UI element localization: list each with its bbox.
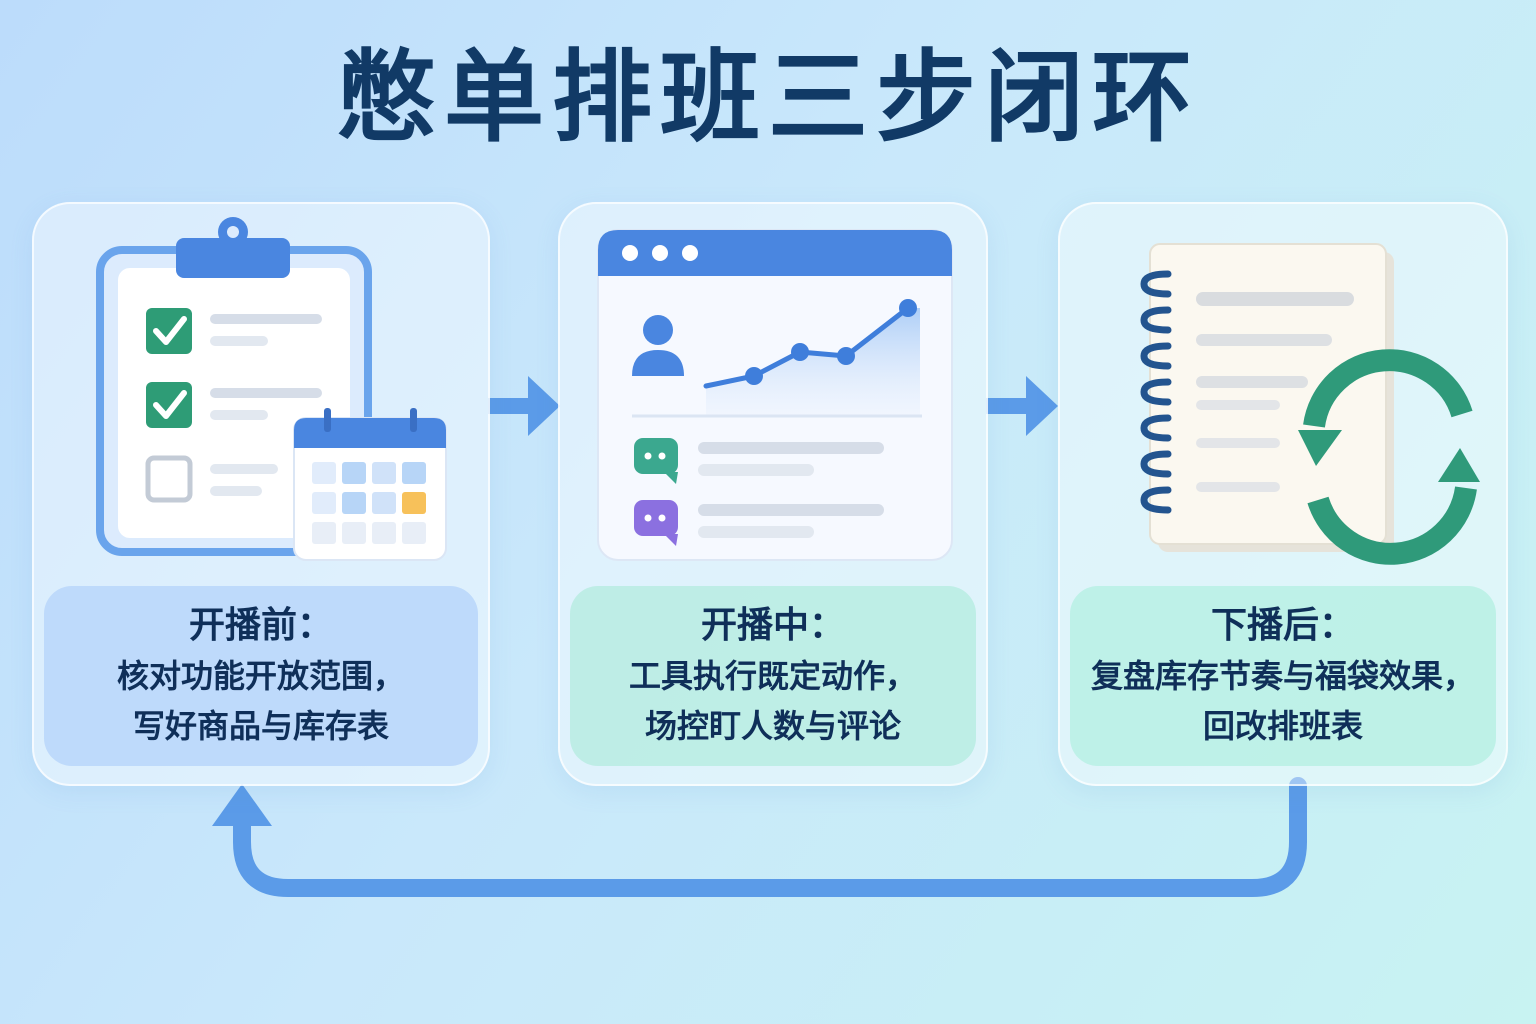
step1-line1: 核对功能开放范围， — [116, 657, 405, 695]
step3-line1: 复盘库存节奏与福袋效果， — [1090, 657, 1475, 695]
calendar-icon — [293, 408, 447, 561]
step3-caption: 下播后： 复盘库存节奏与福袋效果， 回改排班表 — [1070, 586, 1496, 766]
step2-heading: 开播中： — [700, 605, 845, 646]
arrow-right-icon — [488, 376, 560, 436]
chat-bubble-icon — [634, 438, 884, 484]
step1-line2: 写好商品与库存表 — [132, 707, 389, 745]
step1-heading: 开播前： — [188, 605, 333, 646]
page-title: 憋单排班三步闭环 — [336, 39, 1200, 156]
step2-line1: 工具执行既定动作， — [628, 657, 917, 695]
line-chart-icon — [632, 299, 922, 418]
step2-illustration — [597, 229, 953, 561]
step-card-before-live: 开播前： 核对功能开放范围， 写好商品与库存表 — [32, 202, 490, 786]
step-card-during-live: 开播中： 工具执行既定动作， 场控盯人数与评论 — [558, 202, 988, 786]
step1-illustration — [96, 217, 447, 561]
user-icon — [632, 315, 684, 376]
step3-heading: 下播后： — [1210, 605, 1355, 646]
step3-illustration — [1140, 243, 1480, 565]
step2-caption: 开播中： 工具执行既定动作， 场控盯人数与评论 — [570, 586, 976, 766]
refresh-cycle-icon — [1298, 349, 1480, 565]
step2-line2: 场控盯人数与评论 — [644, 707, 901, 745]
arrow-right-icon — [986, 376, 1058, 436]
step3-line2: 回改排班表 — [1202, 707, 1363, 745]
chat-bubble-icon — [634, 500, 884, 546]
notebook-icon — [1140, 243, 1394, 552]
step-card-after-live: 下播后： 复盘库存节奏与福袋效果， 回改排班表 — [1058, 202, 1508, 786]
step1-caption: 开播前： 核对功能开放范围， 写好商品与库存表 — [44, 586, 478, 766]
